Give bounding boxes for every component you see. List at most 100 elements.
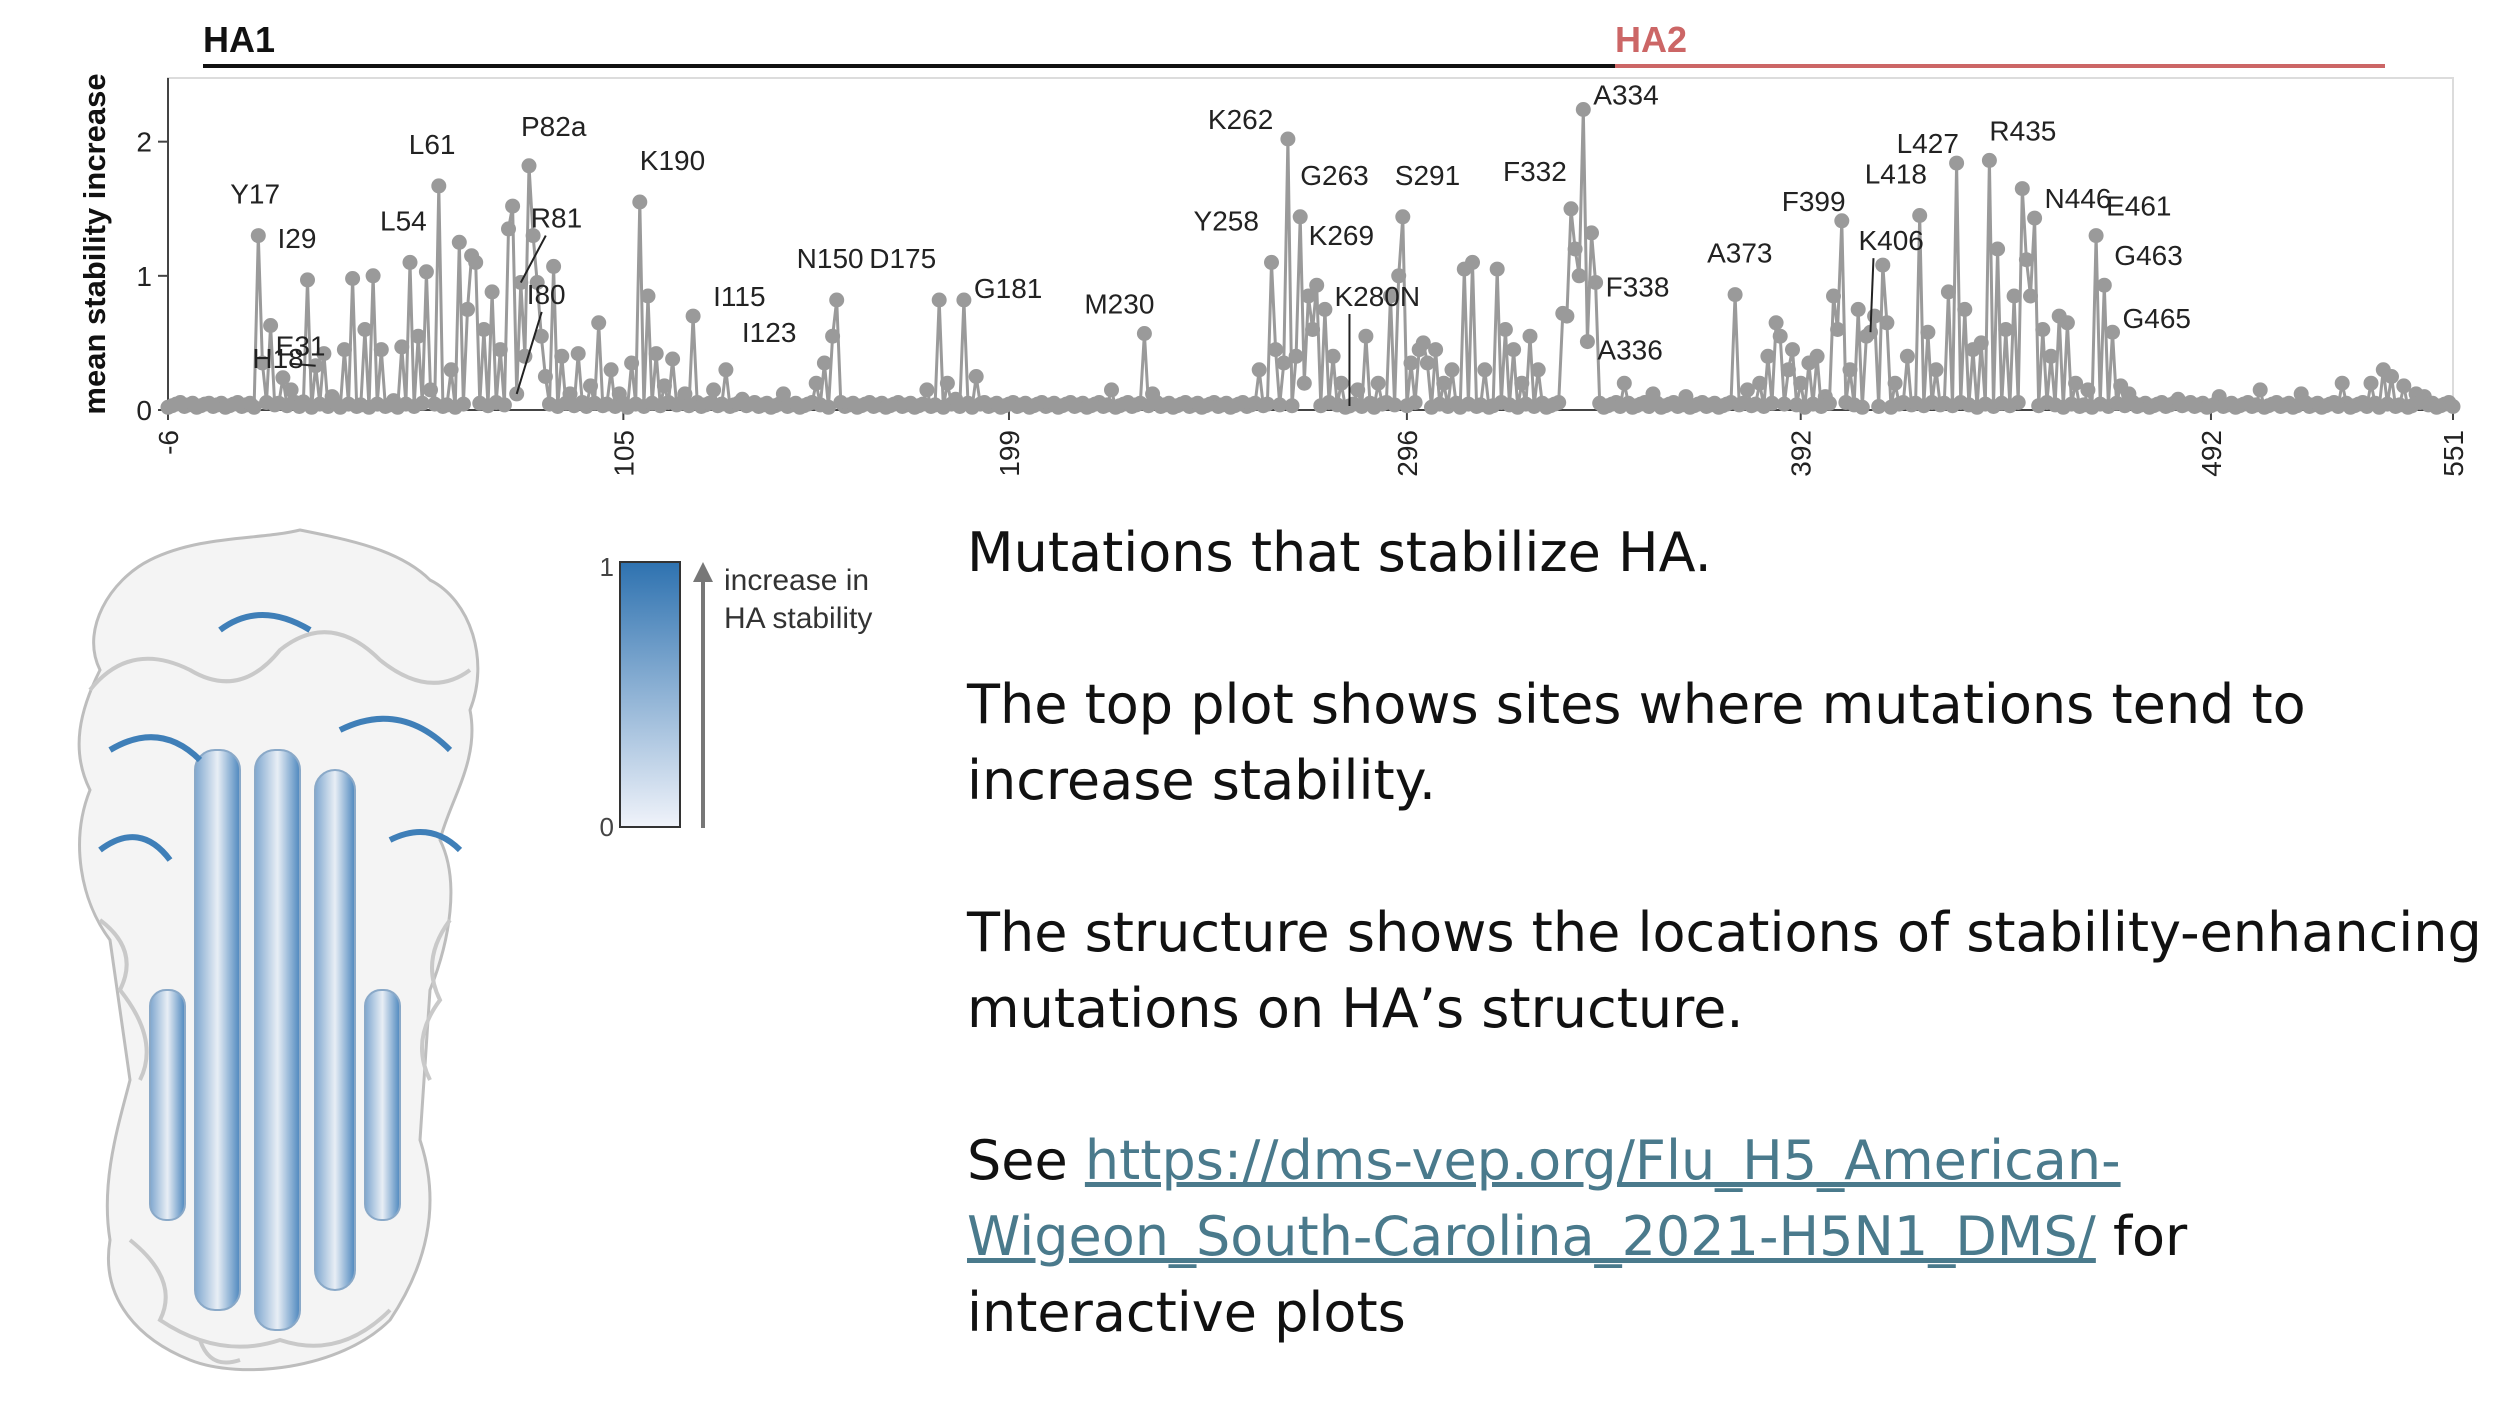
point-labels: Y17H18I29E31L54L61I80R81P82aK190I115I123… <box>230 79 2191 406</box>
data-point <box>2252 382 2268 398</box>
data-point <box>640 288 656 304</box>
data-point <box>603 362 619 378</box>
colorbar-min-label: 0 <box>600 812 614 840</box>
data-point <box>939 375 955 391</box>
data-point <box>825 328 841 344</box>
point-label: K280N <box>1334 281 1420 312</box>
increase-arrow-head <box>693 562 713 582</box>
data-point <box>1990 241 2006 257</box>
data-point <box>1768 315 1784 331</box>
data-point <box>1899 348 1915 364</box>
data-point <box>1264 254 1279 270</box>
data-point <box>414 395 430 411</box>
data-point <box>2384 369 2399 384</box>
data-point <box>2035 322 2051 337</box>
data-point <box>2014 181 2030 197</box>
data-point <box>1358 328 1374 344</box>
point-label: N150 <box>797 243 864 274</box>
data-point <box>476 322 492 337</box>
point-label: I115 <box>713 281 765 312</box>
data-point <box>583 378 598 394</box>
data-point <box>1259 396 1275 412</box>
x-tick-label: 551 <box>2438 430 2469 477</box>
x-tick-label: 492 <box>2196 430 2227 477</box>
data-point <box>1973 335 1989 351</box>
point-label: L54 <box>380 205 427 236</box>
data-point <box>1940 284 1956 300</box>
data-point <box>1333 375 1349 391</box>
data-point <box>1949 155 1965 171</box>
y-axis-label: mean stability increase <box>77 73 112 414</box>
data-point <box>1912 208 1928 223</box>
data-point <box>505 198 521 214</box>
data-point <box>718 362 734 378</box>
data-point <box>2096 277 2112 293</box>
data-point <box>1444 362 1460 378</box>
data-point <box>1588 275 1604 290</box>
x-tick-label: 199 <box>994 430 1025 477</box>
data-point <box>1559 308 1575 324</box>
data-point <box>1821 395 1837 411</box>
point-label: K262 <box>1208 104 1273 135</box>
data-point <box>2334 375 2350 391</box>
data-point <box>492 342 508 358</box>
data-point <box>2080 382 2096 398</box>
data-point <box>706 382 722 398</box>
data-point <box>1575 102 1591 117</box>
data-point <box>283 382 299 398</box>
ha1-label: HA1 <box>203 19 275 60</box>
data-point <box>1436 375 1452 391</box>
data-point <box>263 318 279 333</box>
data-point <box>956 292 972 308</box>
point-label: F338 <box>1606 272 1670 303</box>
data-point <box>2396 378 2412 394</box>
data-point <box>250 228 266 244</box>
data-point <box>1383 288 1398 304</box>
data-point <box>431 178 447 194</box>
point-label: D175 <box>869 243 936 274</box>
data-point <box>443 362 459 378</box>
colorbar: 1 0 increase in HA stability <box>600 552 873 840</box>
data-point <box>2023 288 2038 304</box>
point-label: G263 <box>1300 160 1369 191</box>
point-label: M230 <box>1084 289 1154 320</box>
data-point <box>2027 210 2043 226</box>
point-label: R81 <box>531 203 582 234</box>
data-point <box>775 386 791 402</box>
point-label: Y258 <box>1194 205 1259 236</box>
data-point <box>1325 348 1341 364</box>
data-point <box>365 268 381 284</box>
data-point <box>1727 287 1743 303</box>
data-point <box>1272 397 1288 413</box>
dms-vep-link[interactable]: https://dms-vep.org/Flu_H5_American-Wige… <box>967 1129 2121 1268</box>
point-label: H18 <box>252 343 303 374</box>
data-point <box>316 346 332 362</box>
data-point <box>1309 277 1325 293</box>
point-label: K190 <box>640 145 705 176</box>
data-point <box>1300 288 1316 304</box>
data-point <box>2010 395 2026 410</box>
data-point <box>1879 315 1895 331</box>
data-point <box>821 399 836 415</box>
data-point <box>402 254 418 270</box>
data-point <box>1772 328 1788 344</box>
data-point <box>1764 395 1780 411</box>
beta-strands <box>98 612 463 862</box>
leader-line <box>515 311 543 395</box>
data-point <box>1551 395 1567 410</box>
data-point <box>345 271 361 286</box>
data-point <box>468 254 484 270</box>
point-label: P82a <box>521 111 587 142</box>
x-tick-label: 105 <box>608 430 639 477</box>
point-label: R435 <box>1989 115 2056 146</box>
colorbar-max-label: 1 <box>600 552 614 582</box>
data-point <box>677 386 693 402</box>
data-point <box>1850 301 1866 317</box>
point-label: L418 <box>1865 158 1927 189</box>
point-label: Y17 <box>230 179 280 210</box>
data-point <box>1752 375 1768 391</box>
data-point <box>1419 355 1435 371</box>
data-point <box>1793 375 1809 391</box>
data-point <box>1760 348 1776 364</box>
